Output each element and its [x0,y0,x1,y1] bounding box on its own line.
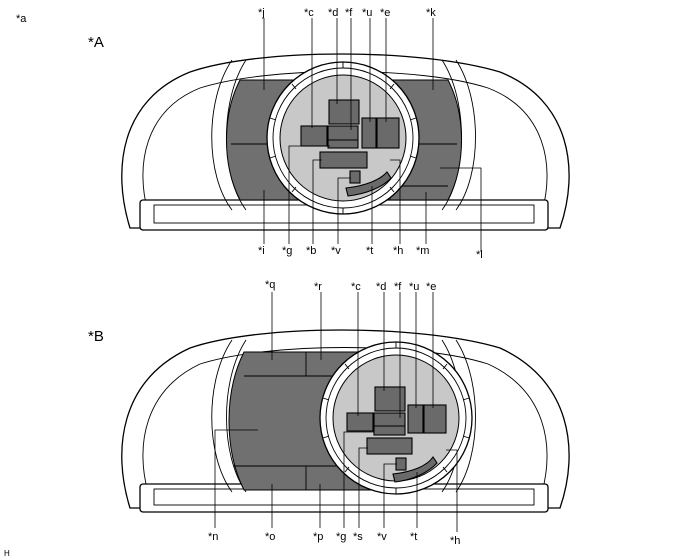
view-b-callout-n: *n [208,531,218,543]
view-b-indicator-e [423,404,447,434]
view-a-gauge-t [345,171,392,197]
figure-corner-label: *a [16,13,27,25]
view-a-callout-g: *g [282,245,292,257]
view-a: *A [88,7,570,261]
view-b-callout-p: *p [313,531,323,543]
view-a-indicator-d [328,99,360,125]
view-a-callout-k: *k [426,7,436,19]
view-a-callout-c: *c [304,7,314,19]
view-a-indicator-c [300,125,328,147]
view-b-callout-v: *v [377,531,387,543]
view-b-indicator-f [373,412,406,436]
view-b-callout-u: *u [409,281,419,293]
view-b-title: *B [88,328,104,345]
view-b-callout-r: *r [314,281,322,293]
view-b-gauge-t [392,456,438,483]
view-b-callout-g: *g [336,531,346,543]
view-b: *B [88,279,570,547]
view-a-indicator-u [361,117,377,149]
view-a-callout-h: *h [393,245,403,257]
view-a-callout-d: *d [328,7,338,19]
view-b-callout-c: *c [351,281,361,293]
view-b-indicator-u [407,404,424,434]
view-a-callout-f: *f [345,7,353,19]
view-a-callout-m: *m [416,245,429,257]
view-a-indicator-b [319,151,368,169]
view-a-indicator-e [376,117,400,149]
figure-footer-mark: H [4,549,10,558]
view-b-indicator-s [366,437,413,455]
view-a-callout-e: *e [380,7,390,19]
view-a-callout-t: *t [366,245,373,257]
view-b-indicator-v [395,457,407,471]
view-a-callout-j: *j [258,7,265,19]
view-b-callout-h: *h [450,535,460,547]
view-b-callout-s: *s [353,531,363,543]
view-a-callout-l: *l [476,249,483,261]
view-b-callout-d: *d [376,281,386,293]
view-a-title: *A [88,34,104,51]
view-a-callout-u: *u [362,7,372,19]
view-b-indicator-c [346,412,374,432]
view-b-callout-f: *f [394,281,402,293]
view-b-callout-t: *t [410,531,417,543]
view-a-indicator-v [349,170,361,184]
view-a-callout-b: *b [306,245,316,257]
view-a-callout-i: *i [258,245,265,257]
view-b-callout-q: *q [265,279,275,291]
view-b-indicator-d [374,386,406,412]
view-b-callout-e: *e [426,281,436,293]
view-a-indicator-f [327,125,359,149]
view-b-callout-o: *o [265,531,275,543]
view-a-callout-v: *v [331,245,341,257]
